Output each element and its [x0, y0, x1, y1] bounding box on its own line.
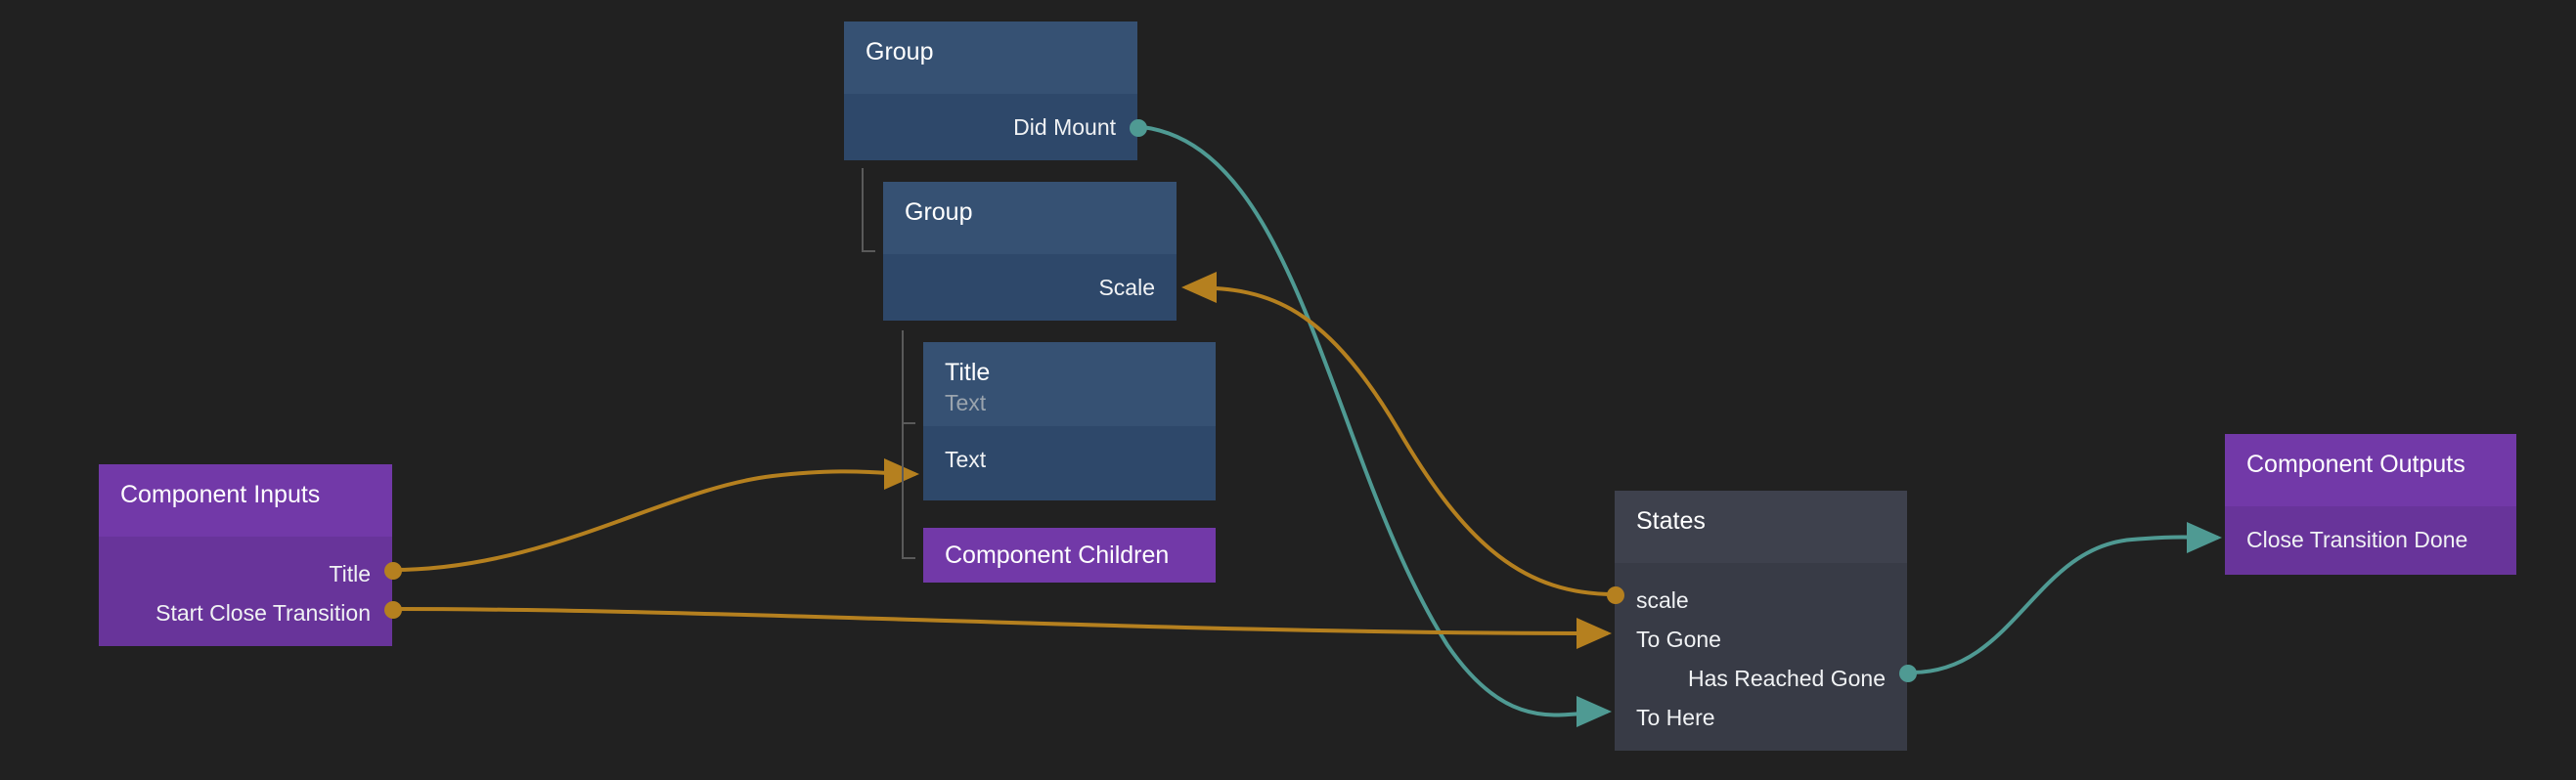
node-states-header: States — [1615, 491, 1907, 563]
wire-title-to-text — [391, 457, 919, 572]
port-connector-did-mount-dot[interactable] — [1128, 117, 1149, 139]
node-component-outputs[interactable]: Component Outputs Close Transition Done — [2225, 434, 2516, 575]
node-title: Title — [945, 359, 991, 386]
node-component-inputs-body: Title Start Close Transition — [99, 537, 392, 646]
port-label: Close Transition Done — [2246, 526, 2468, 552]
tree-guide-line-outer — [862, 168, 864, 252]
node-title-component-header: Title Text — [923, 342, 1216, 426]
node-title: Group — [866, 38, 934, 65]
port-label: Has Reached Gone — [1687, 665, 1886, 691]
tree-guide-stub-inner-children — [902, 557, 915, 559]
node-title: Component Children — [945, 541, 1170, 569]
port-label: Title — [329, 560, 371, 586]
port-label: To Gone — [1636, 626, 1721, 652]
port-label: Text — [945, 446, 987, 472]
port-connector-title-dot[interactable] — [382, 560, 404, 582]
port-in-scale[interactable]: scale — [1615, 581, 1907, 620]
node-states-body: scale To Gone Has Reached Gone To Here — [1615, 563, 1907, 751]
node-component-outputs-body: Close Transition Done — [2225, 506, 2516, 575]
node-title: Component Outputs — [2246, 451, 2465, 478]
port-label: Did Mount — [1013, 113, 1116, 140]
wire-has-reached-gone-to-close-done — [1911, 521, 2222, 674]
node-group-outer[interactable]: Group Did Mount — [844, 22, 1137, 160]
port-label: To Here — [1636, 704, 1715, 730]
tree-guide-stub-inner-title — [902, 422, 915, 424]
node-title-component[interactable]: Title Text Text — [923, 342, 1216, 500]
wire-start-close-to-to-gone — [391, 607, 1612, 649]
port-in-text[interactable]: Text — [923, 440, 1216, 479]
node-component-children[interactable]: Component Children — [923, 528, 1216, 583]
tree-guide-stub-outer — [862, 250, 875, 252]
port-in-to-here[interactable]: To Here — [1615, 698, 1907, 737]
port-in-close-transition-done[interactable]: Close Transition Done — [2225, 520, 2516, 559]
port-out-did-mount[interactable]: Did Mount — [844, 108, 1137, 147]
port-label: scale — [1636, 586, 1689, 613]
node-group-inner-header: Group — [883, 182, 1177, 254]
node-component-outputs-header: Component Outputs — [2225, 434, 2516, 506]
port-out-start-close-transition[interactable]: Start Close Transition — [99, 593, 392, 632]
port-connector-has-reached-gone-dot[interactable] — [1897, 663, 1919, 684]
node-title: Component Inputs — [120, 481, 321, 508]
node-group-inner-body: Scale — [883, 254, 1177, 321]
port-out-scale[interactable]: Scale — [883, 268, 1177, 307]
node-component-inputs-header: Component Inputs — [99, 464, 392, 537]
port-connector-scale-dot[interactable] — [1605, 585, 1626, 606]
port-label: Start Close Transition — [155, 599, 371, 626]
port-out-title[interactable]: Title — [99, 554, 392, 593]
node-states[interactable]: States scale To Gone Has Reached Gone To… — [1615, 491, 1907, 751]
node-title-component-body: Text — [923, 426, 1216, 500]
port-connector-start-close-transition-dot[interactable] — [382, 599, 404, 621]
port-in-to-gone[interactable]: To Gone — [1615, 620, 1907, 659]
node-group-outer-header: Group — [844, 22, 1137, 94]
tree-guide-line-inner — [902, 330, 904, 559]
node-title: States — [1636, 507, 1706, 535]
node-group-inner[interactable]: Group Scale — [883, 182, 1177, 321]
port-label: Scale — [1098, 274, 1155, 300]
port-out-has-reached-gone[interactable]: Has Reached Gone — [1615, 659, 1907, 698]
node-group-outer-body: Did Mount — [844, 94, 1137, 160]
node-title: Group — [905, 198, 973, 226]
wire-scale-to-group-scale — [1181, 272, 1616, 596]
node-subtitle: Text — [945, 389, 987, 415]
node-component-inputs[interactable]: Component Inputs Title Start Close Trans… — [99, 464, 392, 646]
